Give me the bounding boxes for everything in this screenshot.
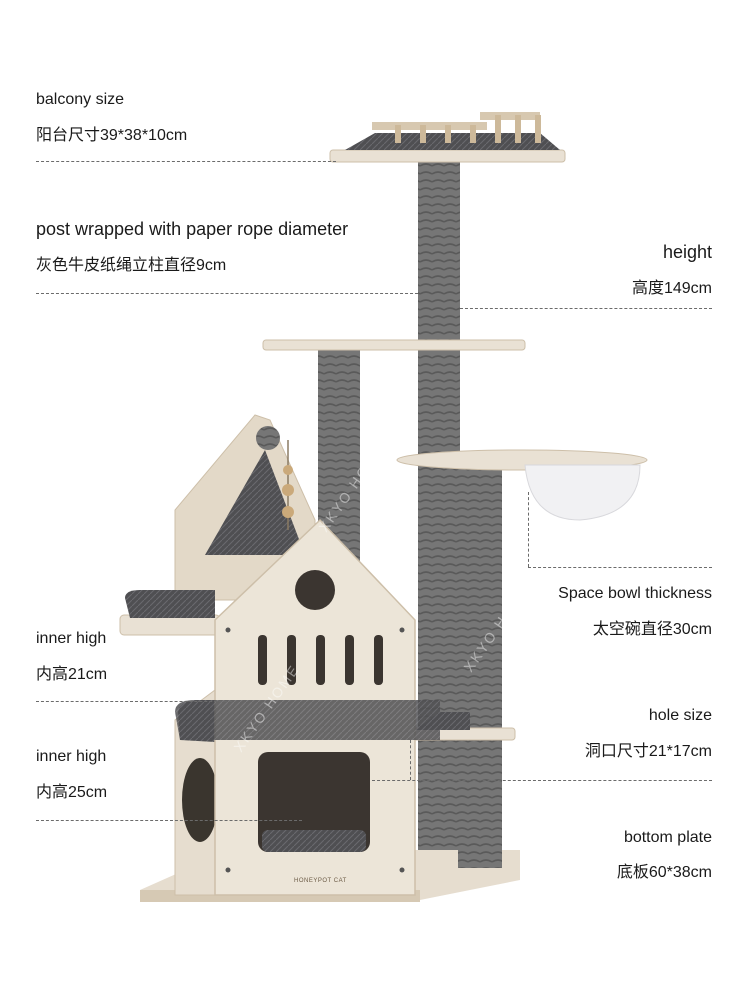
bowl-label-en: Space bowl thickness	[558, 585, 712, 602]
hole-label-en: hole size	[648, 707, 712, 724]
height-label-zh: 高度149cm	[631, 280, 712, 297]
height-leader	[460, 308, 712, 309]
inner1-leader	[36, 701, 232, 702]
balcony-label-en: balcony size	[36, 91, 125, 108]
balcony-leader	[36, 161, 336, 162]
hole-label-zh: 洞口尺寸21*17cm	[584, 743, 712, 760]
house-cushion	[175, 700, 440, 740]
post-label-en: post wrapped with paper rope diameter	[36, 219, 349, 239]
middle-platform	[262, 339, 526, 351]
bottom-label-zh: 底板60*38cm	[616, 864, 712, 881]
inner2-label-zh: 内高25cm	[36, 784, 108, 801]
post-label-zh: 灰色牛皮纸绳立柱直径9cm	[36, 257, 227, 274]
inner2-leader	[36, 820, 302, 821]
height-label-en: height	[662, 242, 712, 262]
bowl-label-zh: 太空碗直径30cm	[592, 621, 712, 638]
bowl-leader	[528, 567, 712, 568]
hole-leader	[372, 780, 712, 781]
post-leader	[36, 293, 418, 294]
left-ledge	[119, 590, 221, 636]
bowl-leader-vertical	[528, 492, 529, 567]
balcony-platform	[329, 112, 566, 163]
back-house	[174, 414, 316, 601]
balcony-label-zh: 阳台尺寸39*38*10cm	[36, 127, 188, 144]
space-bowl	[396, 449, 648, 521]
inner2-label-en: inner high	[36, 748, 107, 765]
inner1-label-zh: 内高21cm	[36, 666, 108, 683]
bottom-label-en: bottom plate	[623, 829, 712, 846]
hole-leader-vertical	[410, 740, 411, 780]
inner1-label-en: inner high	[36, 630, 107, 647]
front-post	[458, 468, 502, 868]
center-post	[418, 160, 460, 850]
brand-mark: HONEYPOT CAT	[294, 878, 347, 884]
